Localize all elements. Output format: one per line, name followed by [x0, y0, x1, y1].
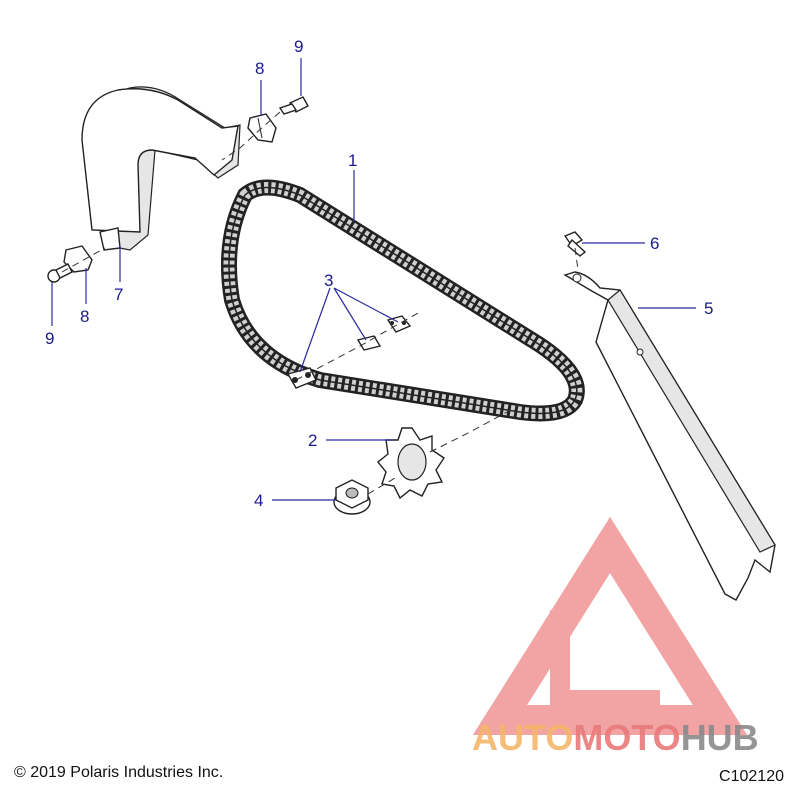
- screw-bottom: [47, 263, 73, 283]
- callout-9-top: 9: [294, 37, 303, 56]
- callout-9-bottom: 9: [45, 329, 54, 348]
- copyright-notice: © 2019 Polaris Industries Inc.: [14, 764, 224, 781]
- callout-5: 5: [704, 299, 713, 318]
- callout-1: 1: [348, 151, 357, 170]
- drive-chain: [221, 179, 585, 422]
- callout-2: 2: [308, 431, 317, 450]
- callout-3: 3: [324, 271, 333, 290]
- callout-4: 4: [254, 491, 263, 510]
- drive-sprocket: [377, 427, 445, 500]
- clip-nut-bottom: [63, 245, 93, 273]
- flange-nut: [333, 479, 371, 515]
- leader-lines: [51, 58, 696, 501]
- watermark-word-auto: AUTO: [472, 717, 573, 758]
- bolt: [563, 231, 587, 257]
- callout-8-bottom: 8: [80, 307, 89, 326]
- callout-8-top: 8: [255, 59, 264, 78]
- chain-guard-cover: [81, 86, 241, 251]
- callout-7: 7: [114, 285, 123, 304]
- watermark-word-moto: MOTO: [573, 717, 680, 758]
- watermark-logo: [472, 516, 748, 735]
- svg-text:AUTOMOTOHUB: AUTOMOTOHUB: [472, 717, 759, 758]
- master-link-clip: [356, 335, 382, 351]
- watermark-word-hub: HUB: [681, 717, 759, 758]
- chain-guard-bracket: [563, 271, 776, 601]
- callout-6: 6: [650, 234, 659, 253]
- figure-code: C102120: [719, 768, 784, 785]
- watermark-wordmark: AUTOMOTOHUB: [472, 717, 759, 758]
- screw-top: [278, 96, 309, 115]
